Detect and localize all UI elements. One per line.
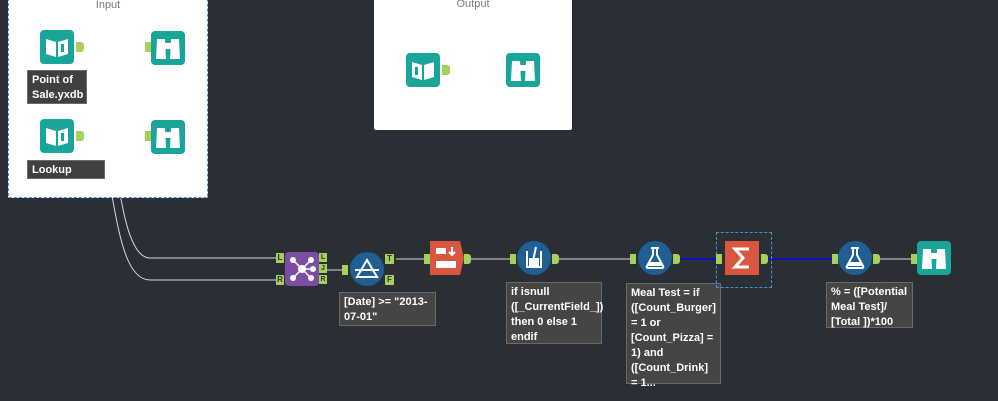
browse-icon — [917, 241, 951, 275]
anchor-browse2-in[interactable] — [145, 131, 151, 141]
browse-icon — [151, 120, 185, 154]
transpose-tool[interactable] — [430, 241, 464, 275]
anchor-browse-final-in[interactable] — [911, 254, 917, 264]
anchor-transpose-out[interactable] — [464, 254, 471, 264]
summarize-tool[interactable] — [725, 241, 759, 275]
multi-field-formula-icon — [517, 241, 551, 275]
annotation-point-of-sale: Point of Sale.yxdb — [27, 70, 87, 104]
anchor-input1-out[interactable] — [76, 42, 84, 52]
anchor-filter-false[interactable]: F — [385, 275, 394, 285]
browse-tool-2[interactable] — [151, 120, 185, 154]
annotation-filter: [Date] >= "2013-07-01" — [339, 292, 436, 326]
browse-tool-1[interactable] — [151, 31, 185, 65]
transpose-icon — [430, 241, 464, 275]
anchor-filter-true[interactable]: T — [385, 254, 394, 264]
anchor-formula3-out[interactable] — [873, 254, 880, 264]
anchor-output-out[interactable] — [442, 65, 450, 75]
browse-icon — [506, 53, 540, 87]
anchor-formula-in[interactable] — [630, 254, 636, 264]
anchor-formula-out[interactable] — [673, 254, 680, 264]
output-container[interactable]: Output — [374, 0, 572, 130]
output-data-icon — [406, 53, 440, 87]
input-data-tool-lookup-table[interactable] — [40, 119, 74, 153]
summarize-icon — [725, 241, 759, 275]
anchor-join-out-left[interactable]: L — [319, 253, 327, 262]
annotation-formula1: if isnull ([_CurrentField_]) then 0 else… — [506, 282, 603, 344]
anchor-join-out-right[interactable]: R — [319, 275, 327, 284]
formula-tool-3[interactable] — [838, 241, 872, 275]
formula-icon — [838, 241, 872, 275]
anchor-join-right[interactable]: R — [276, 275, 284, 285]
input-data-icon — [40, 30, 74, 64]
browse-tool-output[interactable] — [506, 53, 540, 87]
input-container-title: Input — [95, 0, 121, 11]
join-tool[interactable] — [285, 252, 319, 286]
anchor-input2-out[interactable] — [76, 131, 84, 141]
annotation-lookup-table: Lookup Table — [27, 160, 105, 191]
anchor-join-out-join[interactable]: J — [319, 264, 327, 273]
output-data-tool[interactable] — [406, 53, 440, 87]
anchor-summarize-out[interactable] — [761, 254, 768, 264]
browse-tool-final[interactable] — [917, 241, 951, 275]
join-icon — [285, 252, 319, 286]
filter-icon — [350, 252, 384, 286]
anchor-summarize-in[interactable] — [716, 254, 722, 264]
formula-tool[interactable] — [638, 241, 672, 275]
annotation-formula3: % = ([Potential Meal Test]/ [Total ])*10… — [826, 282, 913, 328]
anchor-transpose-in[interactable] — [424, 254, 430, 264]
browse-icon — [151, 31, 185, 65]
multi-field-formula-tool[interactable] — [517, 241, 551, 275]
annotation-formula2: Meal Test = if ([Count_Burger] = 1 or [C… — [626, 283, 721, 389]
input-data-icon — [40, 119, 74, 153]
output-container-title: Output — [456, 0, 490, 10]
input-data-tool-point-of-sale[interactable] — [40, 30, 74, 64]
anchor-browse1-in[interactable] — [145, 42, 151, 52]
anchor-filter-in[interactable] — [342, 265, 348, 275]
anchor-join-left[interactable]: L — [276, 253, 284, 263]
formula-icon — [638, 241, 672, 275]
anchor-formula3-in[interactable] — [832, 254, 838, 264]
anchor-mff-in[interactable] — [510, 254, 516, 264]
filter-tool[interactable] — [350, 252, 384, 286]
anchor-mff-out[interactable] — [552, 254, 559, 264]
